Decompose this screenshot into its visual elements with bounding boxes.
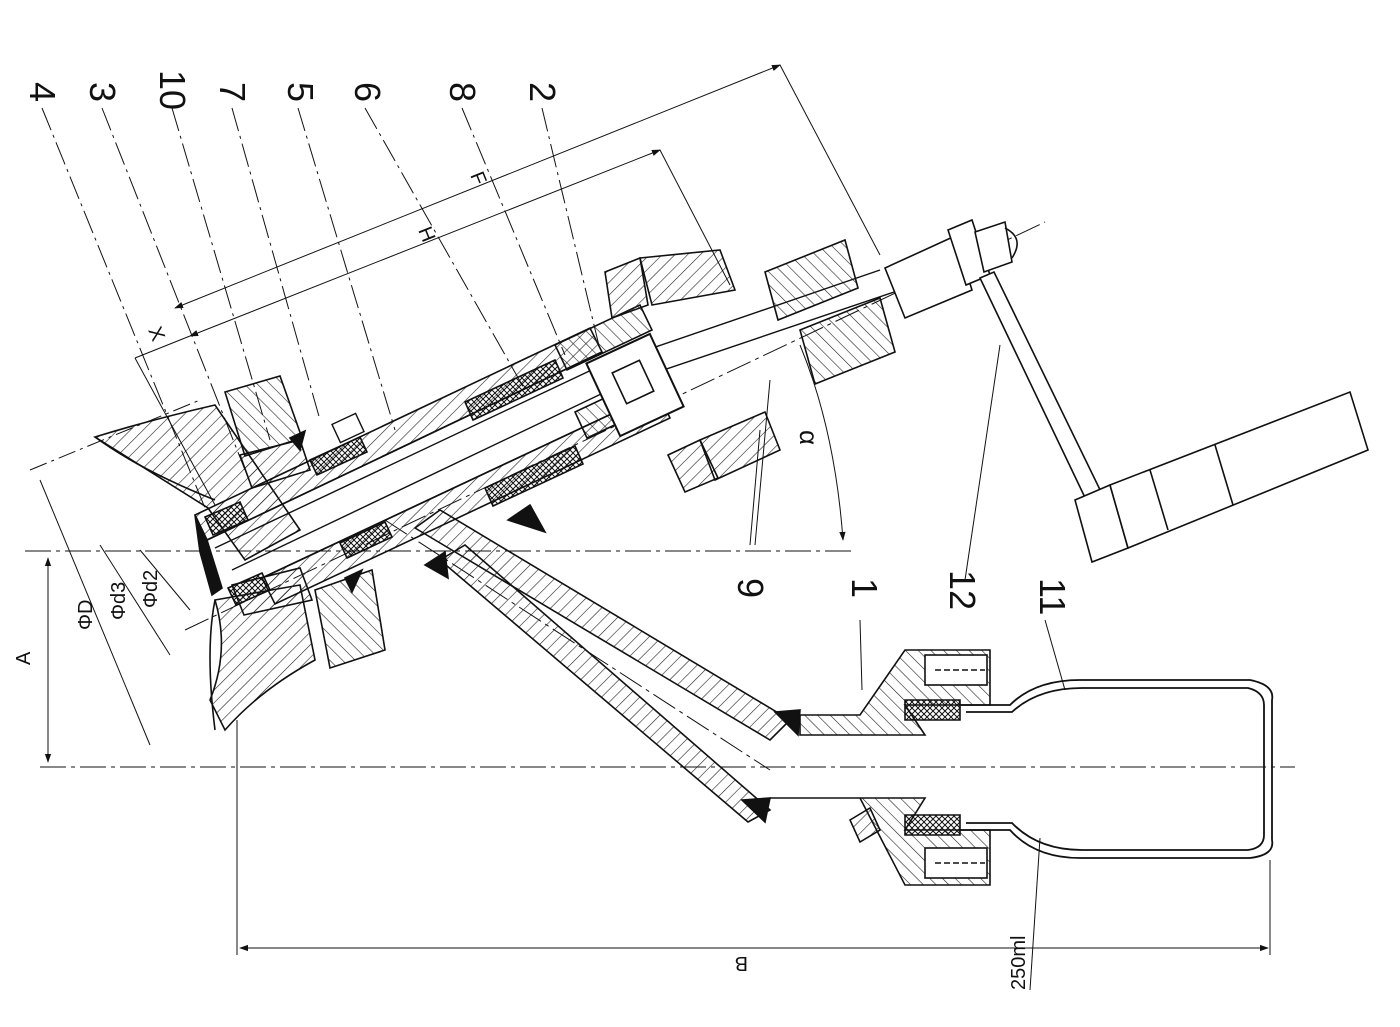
callout-7: 7 [212, 82, 253, 102]
callout-3: 3 [82, 82, 123, 102]
callout-1: 1 [844, 578, 885, 598]
callout-12: 12 [942, 570, 983, 610]
callout-8: 8 [442, 82, 483, 102]
callout-5: 5 [280, 82, 321, 102]
callout-2: 2 [522, 82, 563, 102]
dim-volume-label: 250ml [1008, 936, 1030, 990]
branch-axis-centerline [384, 519, 771, 771]
valve-stem [214, 269, 901, 571]
dim-X-label: X [143, 324, 168, 345]
dimension-lines [29, 64, 1271, 991]
callout-labels: 4 3 10 7 5 6 8 2 9 1 12 11 [22, 70, 1073, 615]
callout-6: 6 [347, 82, 388, 102]
bottle-flange [770, 649, 991, 886]
dimension-labels: F H X α A ΦD Φd3 Φd2 B 250ml [13, 169, 1030, 990]
callout-leaders [41, 107, 601, 509]
bearing-block [764, 238, 896, 386]
vessel-wall [93, 404, 316, 732]
callout-9: 9 [730, 578, 771, 598]
dim-alpha-label: α [794, 430, 824, 445]
callout-10: 10 [152, 70, 193, 110]
dim-A-label: A [13, 651, 35, 665]
crank-handle [883, 218, 1369, 564]
callout-4: 4 [22, 82, 63, 102]
dim-phiD-label: ΦD [75, 600, 97, 630]
dim-phid3-label: Φd3 [108, 582, 130, 620]
dim-phid2-label: Φd2 [140, 570, 162, 608]
dim-H-label: H [413, 224, 439, 246]
sampling-branch [413, 503, 801, 824]
dim-F-label: F [465, 169, 490, 189]
sample-bottle [960, 679, 1274, 859]
dim-B-label: B [735, 952, 748, 974]
callout-leaders-solid [749, 344, 1066, 691]
callout-11: 11 [1032, 578, 1073, 615]
